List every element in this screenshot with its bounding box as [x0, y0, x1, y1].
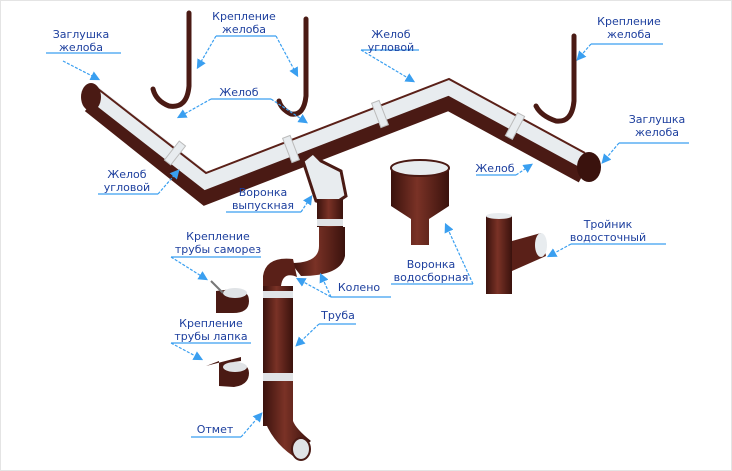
label-line: Труба: [321, 309, 355, 322]
leader-arrow: [295, 277, 332, 298]
pipe-clamps: [206, 280, 249, 387]
label-line: Крепление: [597, 15, 661, 28]
leader-arrow: [196, 35, 217, 70]
tee-shape: [486, 213, 547, 294]
label-line: Воронка: [406, 258, 456, 271]
leader-arrow: [240, 412, 263, 438]
label-line: желоба: [607, 27, 651, 41]
leader-lines: [46, 35, 689, 438]
label-gutter-right: Желоб: [435, 162, 555, 176]
label-line: Тройник: [583, 218, 633, 231]
leader-arrow: [300, 195, 313, 213]
label-line: Отмет: [196, 423, 234, 436]
label-line: Крепление: [179, 317, 243, 330]
label-line: Крепление: [212, 10, 276, 23]
label-gutter-top: Желоб: [179, 86, 299, 100]
leader-arrow: [444, 222, 474, 285]
leader-arrow: [360, 49, 416, 83]
label-line: Желоб: [219, 86, 259, 99]
label-line: угловой: [103, 180, 151, 194]
leader-arrow: [157, 169, 180, 195]
leader-arrow: [546, 243, 572, 258]
label-line: трубы саморез: [174, 242, 262, 256]
label-line: Крепление: [186, 230, 250, 243]
label-elbow: Колено: [299, 281, 419, 295]
gutter-cap-left-shape: [81, 83, 101, 111]
gutter-cap-right-shape: [577, 152, 601, 182]
gutter-brackets: [150, 10, 577, 124]
label-outlet: Отмет: [155, 423, 275, 437]
label-line: Заглушка: [52, 28, 110, 41]
leader-arrow: [295, 323, 320, 347]
label-line: желоба: [222, 22, 266, 36]
label-line: Колено: [337, 281, 381, 294]
leader-arrow: [319, 272, 332, 298]
label-line: Желоб: [475, 162, 515, 175]
leader-arrow: [515, 163, 533, 176]
leader-arrow: [275, 35, 299, 78]
downpipe-assembly: [263, 150, 348, 461]
label-line: выпускная: [231, 198, 295, 212]
label-pipe: Труба: [278, 309, 398, 323]
label-line: Заглушка: [628, 113, 686, 126]
leader-arrow: [576, 43, 592, 61]
leader-arrow: [170, 342, 204, 361]
gutter-run: [81, 77, 601, 206]
label-line: трубы лапка: [174, 329, 248, 343]
label-line: угловой: [367, 40, 415, 54]
label-line: водосборная: [393, 270, 469, 284]
label-line: водосточный: [569, 230, 647, 244]
label-line: Воронка: [238, 186, 288, 199]
label-line: желоба: [635, 125, 679, 139]
leader-arrow: [62, 60, 101, 81]
label-line: Желоб: [107, 168, 147, 181]
leader-arrow: [270, 98, 309, 124]
label-line: желоба: [59, 40, 103, 54]
leader-arrow: [601, 142, 620, 164]
leader-arrow: [176, 98, 212, 119]
leader-arrow: [170, 256, 209, 281]
collector-funnel-shape: [390, 159, 450, 245]
label-line: Желоб: [371, 28, 411, 41]
